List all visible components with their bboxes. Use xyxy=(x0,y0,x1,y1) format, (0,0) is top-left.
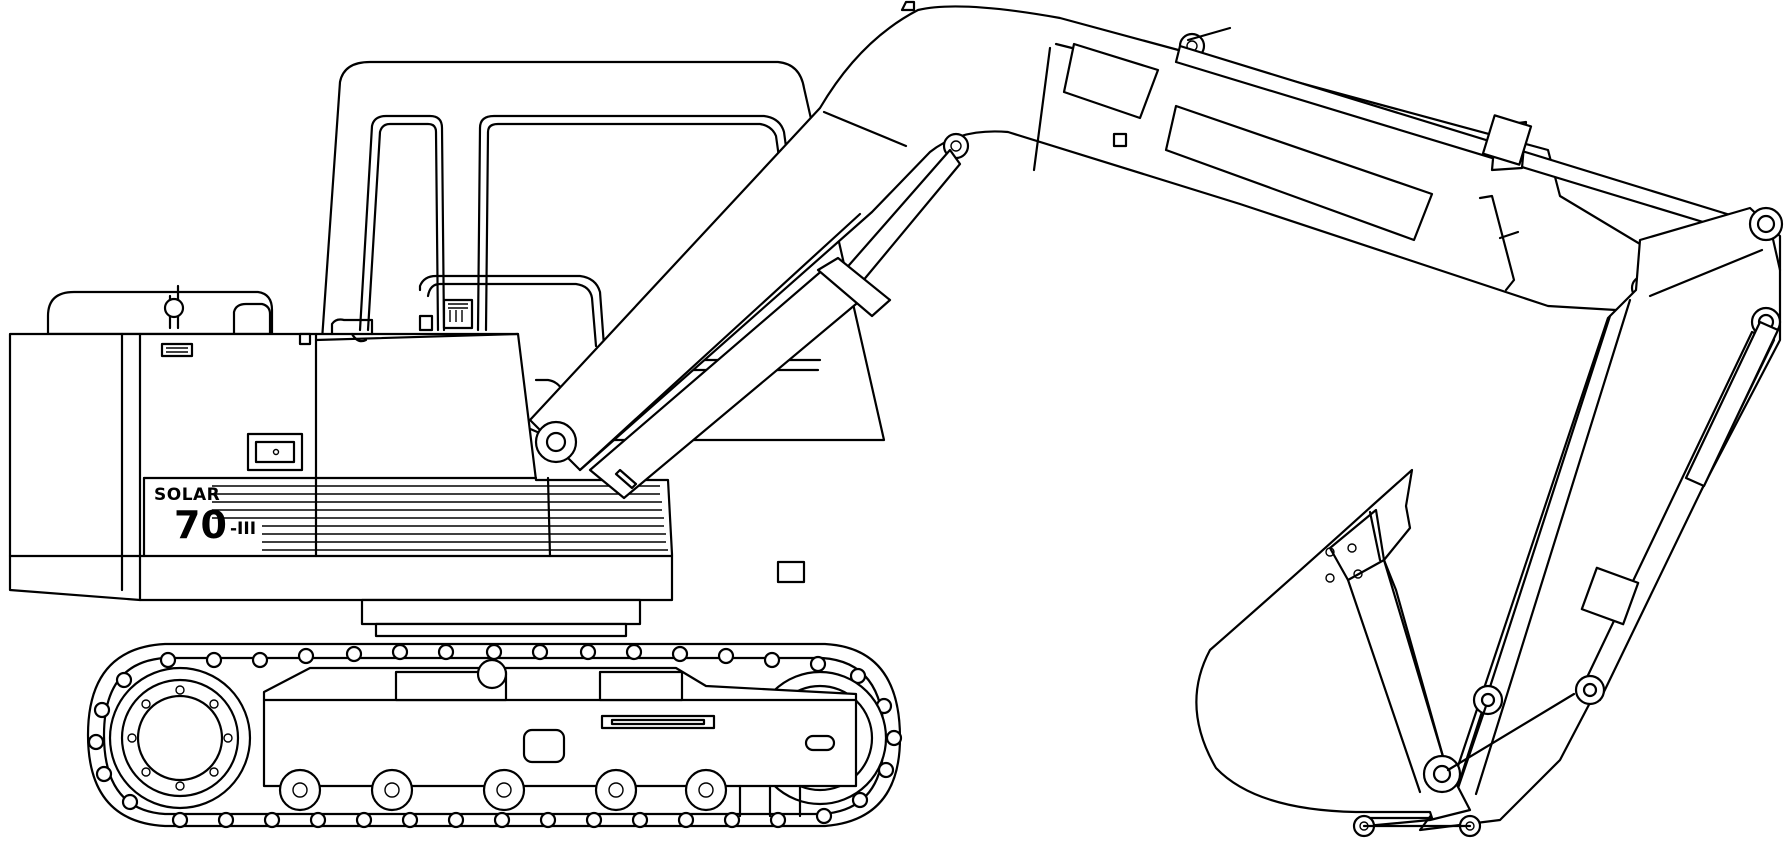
drive-sprocket xyxy=(108,666,252,810)
bucket-cylinder xyxy=(1454,320,1780,796)
undercarriage xyxy=(86,642,903,829)
fuel-cap xyxy=(160,284,194,358)
upper-structure: SOLAR 70 -III xyxy=(8,284,806,602)
model-number: 70 xyxy=(174,503,227,547)
bucket xyxy=(1195,468,1576,838)
brand-label: SOLAR xyxy=(154,485,220,505)
model-suffix: -III xyxy=(230,519,256,539)
engine-louvres xyxy=(212,476,668,558)
arm-cylinder xyxy=(1174,26,1742,240)
brand-plate: SOLAR 70 -III xyxy=(154,485,256,547)
boom-cylinder xyxy=(588,148,962,500)
track-frame xyxy=(262,658,858,818)
track-pins xyxy=(87,643,903,829)
track-rollers xyxy=(278,768,728,812)
